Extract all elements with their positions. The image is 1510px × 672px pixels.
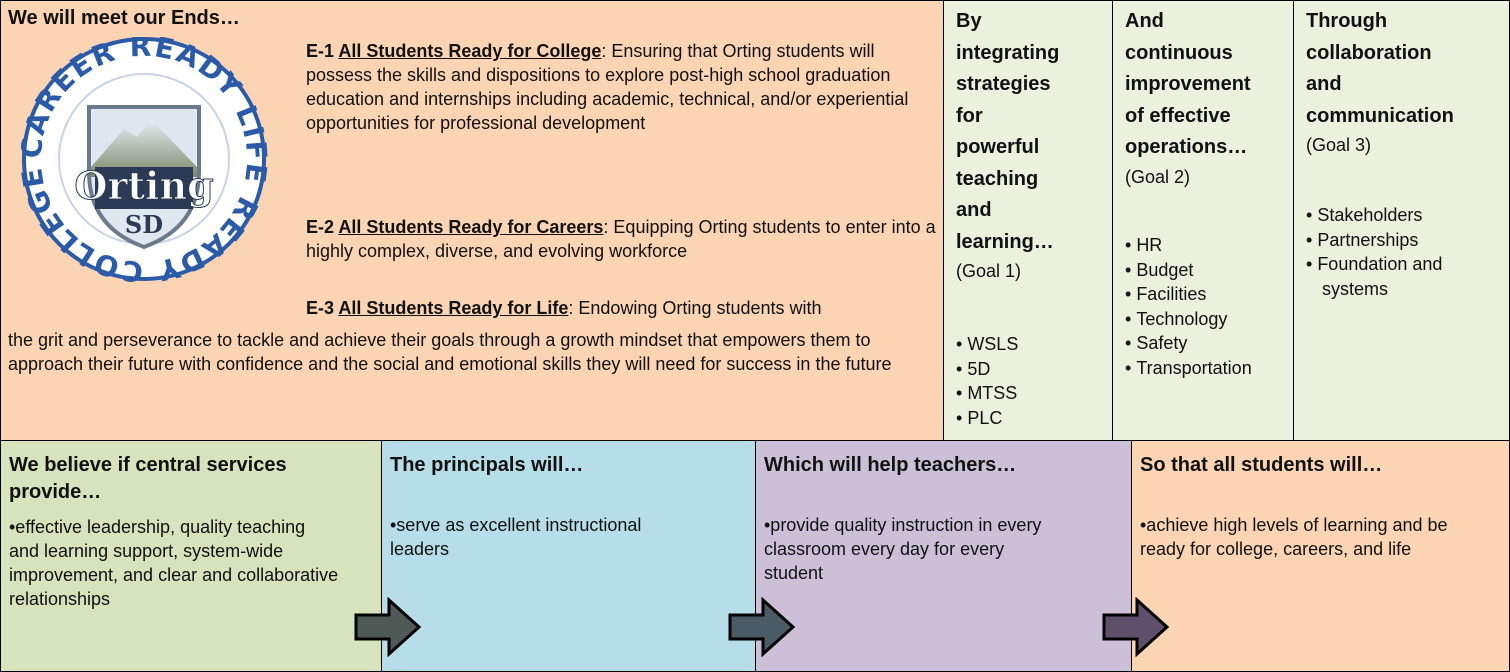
goal2-heading-line: continuous [1125,41,1233,64]
goal3-bullet-list: Stakeholders Partnerships Foundation and… [1306,203,1509,301]
teachers-heading: Which will help teachers… [764,454,1017,476]
goal1-bullet-list: WSLS 5D MTSS PLC [956,332,1018,430]
students-heading: So that all students will… [1140,454,1383,476]
goal1-heading-line: learning… [956,230,1054,253]
arrow-right-icon [728,597,796,657]
goal1-label: (Goal 1) [956,261,1022,281]
teachers-cell: Which will help teachers… •provide quali… [755,440,1132,672]
central-services-heading: We believe if central services provide… [9,454,287,503]
goal3-heading: Through collaboration and communication … [1306,6,1454,159]
goal2-label: (Goal 2) [1125,166,1191,187]
goal2-cell: And continuous improvement of effective … [1112,0,1294,441]
list-item: Stakeholders [1306,203,1509,228]
end-e3: E-3 All Students Ready for Life: Endowin… [306,296,936,320]
goal3-cell: Through collaboration and communication … [1293,0,1510,441]
goal1-heading-line: for [956,104,983,127]
list-item: Partnerships [1306,228,1509,253]
list-item: PLC [956,406,1018,431]
principals-cell: The principals will… •serve as excellent… [381,440,756,672]
orting-sd-logo: CAREER READY LIFE READY COLLEGE READY Or… [19,37,269,282]
students-cell: So that all students will… •achieve high… [1131,440,1510,672]
list-item: Budget [1125,258,1252,283]
goal1-heading-line: teaching [956,167,1039,190]
end-e3-continued: the grit and perseverance to tackle and … [8,330,892,374]
goal2-bullet-list: HR Budget Facilities Technology Safety T… [1125,233,1252,381]
list-item: Transportation [1125,356,1251,381]
principals-heading: The principals will… [390,454,584,476]
goal1-heading: By integrating strategies for powerful t… [956,6,1059,285]
arrow-right-icon [354,597,422,657]
goal1-heading-line: strategies [956,73,1051,95]
e3-code: E-3 [306,298,339,318]
list-item: Foundation and systems [1306,252,1509,301]
list-item: 5D [956,357,1018,382]
goal3-heading-line: collaboration [1306,41,1432,64]
e2-label: All Students Ready for Careers [338,217,604,237]
teachers-text: •provide quality instruction in every cl… [764,515,1042,583]
goal2-heading-line: operations… [1125,136,1248,158]
e1-text: : Ensuring that Orting students will pos… [306,41,909,133]
e1-label: All Students Ready for College [338,41,602,61]
ends-cell: We will meet our Ends… CAREER READY LIFE… [0,0,944,441]
list-item: Technology [1125,307,1252,332]
goal3-heading-line: Through [1306,10,1388,32]
goal1-heading-line: integrating [956,41,1060,64]
students-text: •achieve high levels of learning and be … [1140,515,1448,559]
list-item: HR [1125,233,1252,258]
logo-sub-text: SD [125,210,163,239]
central-services-cell: We believe if central services provide… … [0,440,382,672]
e3-label: All Students Ready for Life [338,298,569,318]
goal3-heading-line: communication [1306,104,1454,127]
goal1-heading-line: By [956,10,982,32]
goal3-label: (Goal 3) [1306,135,1372,155]
goal2-heading-line: And [1125,10,1164,32]
logo-name-text: Orting [74,163,213,208]
central-services-text: •effective leadership, quality teaching … [9,517,339,609]
e3-text: : Endowing Orting students with [568,298,822,318]
e2-text: : Equipping Orting students to enter int… [306,217,936,261]
goal1-cell: By integrating strategies for powerful t… [943,0,1113,441]
list-item: Facilities [1125,282,1252,307]
list-item: Safety [1125,331,1252,356]
goal1-heading-line: and [956,199,992,221]
goal2-heading-line: of effective [1125,104,1231,127]
e2-code: E-2 [306,217,339,237]
goal2-heading: And continuous improvement of effective … [1125,6,1251,191]
end-e1: E-1 All Students Ready for College: Ensu… [306,39,936,135]
end-e2: E-2 All Students Ready for Careers: Equi… [306,215,936,263]
goal2-heading-line: improvement [1125,73,1251,95]
ends-title: We will meet our Ends… [8,7,240,29]
list-item: WSLS [956,332,1018,357]
goal3-heading-line: and [1306,73,1342,95]
principals-text: •serve as excellent instructional leader… [390,515,642,559]
arrow-right-icon [1102,597,1170,657]
goal1-heading-line: powerful [956,136,1040,158]
list-item: MTSS [956,381,1018,406]
e1-code: E-1 [306,41,339,61]
